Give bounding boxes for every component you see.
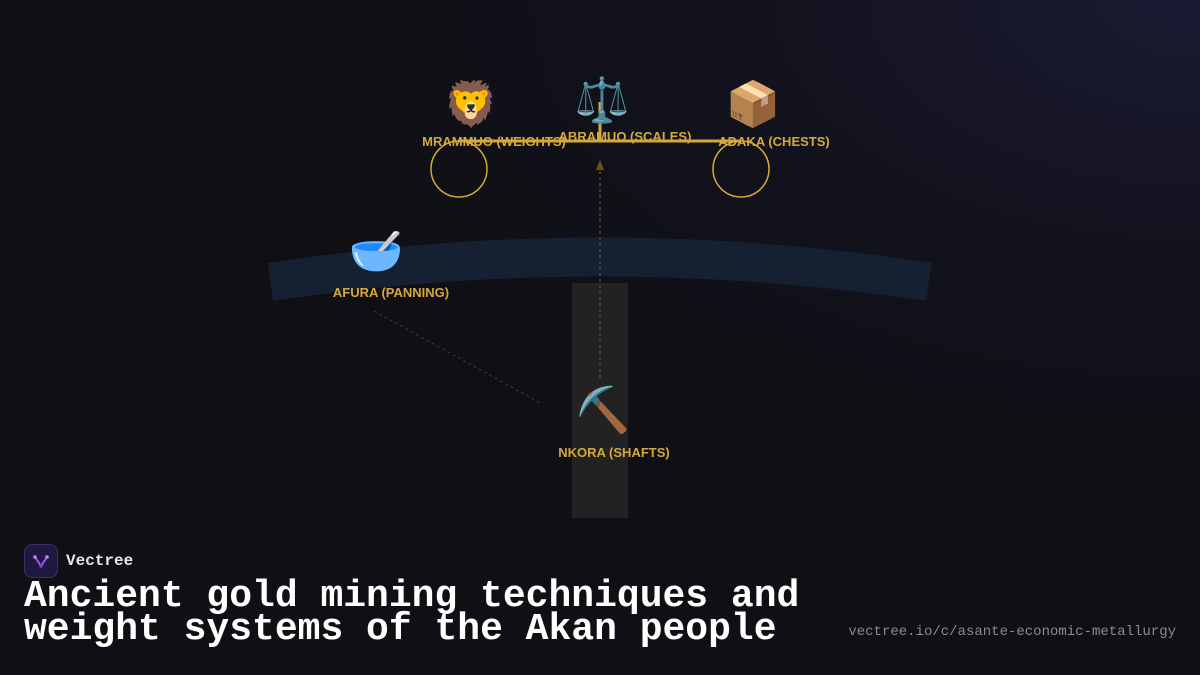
page-title: Ancient gold mining techniques and weigh… — [24, 575, 800, 651]
lion-icon: 🦁 — [444, 79, 499, 130]
brand: Vectree — [24, 544, 133, 578]
scale-pan-left — [430, 140, 488, 198]
node-label-afura: AFURA (PANNING) — [333, 285, 449, 300]
scale-pan-right — [712, 140, 770, 198]
balance-scale-icon: ⚖️ — [575, 75, 630, 126]
source-url: vectree.io/c/asante-economic-metallurgy — [848, 624, 1176, 640]
node-adaka: 📦 ADAKA (CHESTS) — [718, 79, 829, 149]
pickaxe-icon: ⛏️ — [576, 385, 631, 436]
vectree-logo-mark — [33, 555, 49, 568]
chest-box-icon: 📦 — [726, 79, 781, 130]
connector-arrowhead — [596, 160, 604, 170]
node-label-adaka: ADAKA (CHESTS) — [718, 134, 829, 149]
node-mrammuo: 🦁 MRAMMUO (WEIGHTS) — [422, 79, 566, 149]
node-label-nkora: NKORA (SHAFTS) — [558, 445, 669, 460]
node-label-mrammuo: MRAMMUO (WEIGHTS) — [422, 134, 566, 149]
node-label-abramuo: ABRAMUO (SCALES) — [559, 129, 692, 144]
panning-to-shaft-connector — [373, 310, 543, 405]
node-abramuo: ⚖️ ABRAMUO (SCALES) — [559, 75, 692, 144]
node-afura: 🥣 AFURA (PANNING) — [333, 226, 449, 300]
node-nkora: ⛏️ NKORA (SHAFTS) — [558, 385, 669, 460]
vectree-logo-icon — [24, 544, 58, 578]
brand-name: Vectree — [66, 552, 134, 570]
panning-bowl-icon: 🥣 — [349, 226, 404, 277]
